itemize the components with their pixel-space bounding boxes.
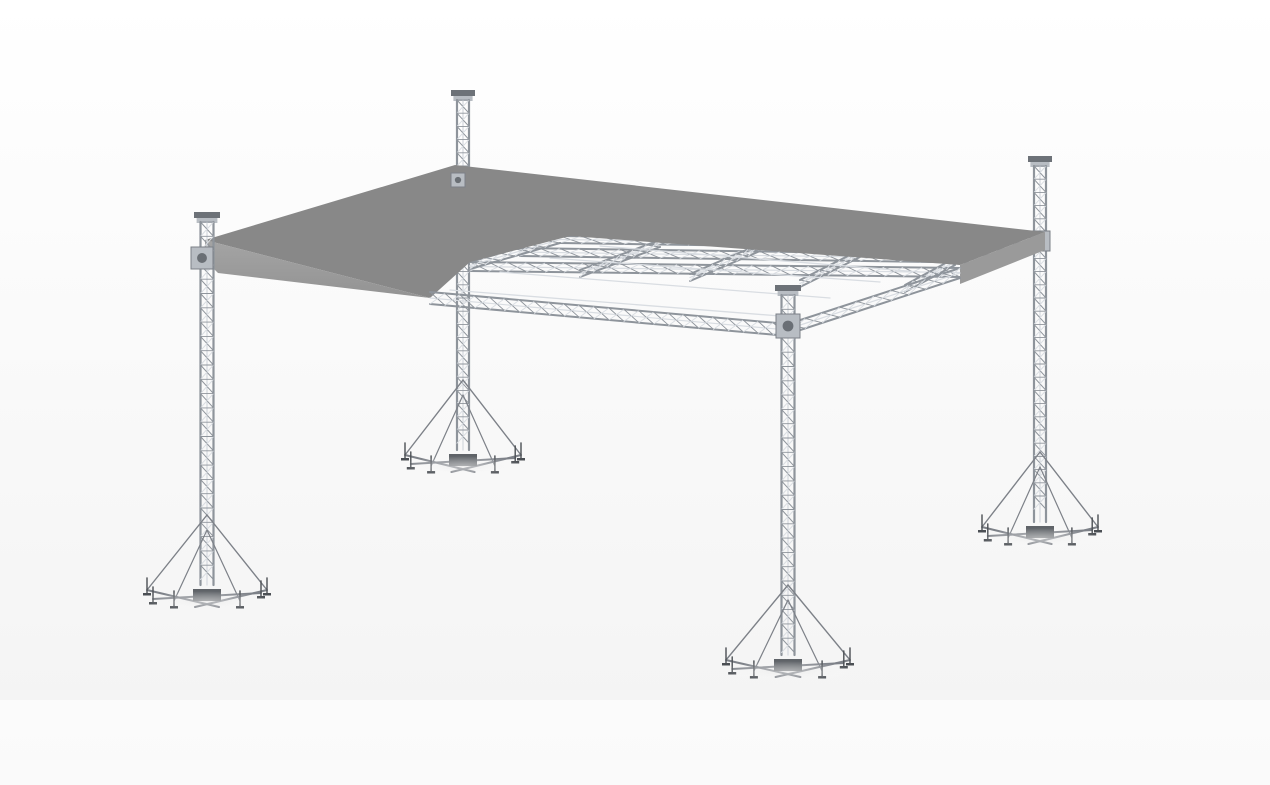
base-foot: [517, 458, 525, 461]
base-foot: [722, 663, 730, 666]
tower-cap-plate: [453, 96, 473, 101]
tower-cap-plate: [777, 291, 799, 296]
roof-cover-front-edge: [205, 240, 430, 298]
corner-bolt: [782, 320, 794, 332]
base-foot: [401, 458, 409, 461]
roof-cover: [205, 165, 1045, 298]
floor-haze: [0, 700, 1270, 785]
base-foot: [978, 530, 986, 533]
tower-front-right: [719, 285, 857, 681]
corner-bolt: [454, 176, 462, 184]
roof-cover-right-edge: [960, 232, 1045, 284]
roof-cover-top: [205, 165, 1045, 298]
base-foot: [846, 663, 854, 666]
base-shadow: [399, 456, 527, 476]
tower-cap-plate: [196, 218, 218, 223]
base-shadow: [141, 591, 273, 611]
tower-top-cap: [1028, 156, 1052, 162]
base-foot: [263, 593, 271, 596]
base-shadow: [719, 661, 857, 681]
base-foot: [143, 593, 151, 596]
tower-top-cap: [194, 212, 220, 218]
base-shadow: [976, 528, 1104, 548]
tower-top-cap: [775, 285, 801, 291]
roof-front-beam: [429, 172, 961, 339]
tower-front-left: [141, 212, 273, 611]
corner-bolt: [197, 253, 207, 263]
tower-cap-plate: [1030, 162, 1050, 167]
tower-top-cap: [451, 90, 475, 96]
corner-block: [775, 313, 801, 339]
base-foot: [1094, 530, 1102, 533]
